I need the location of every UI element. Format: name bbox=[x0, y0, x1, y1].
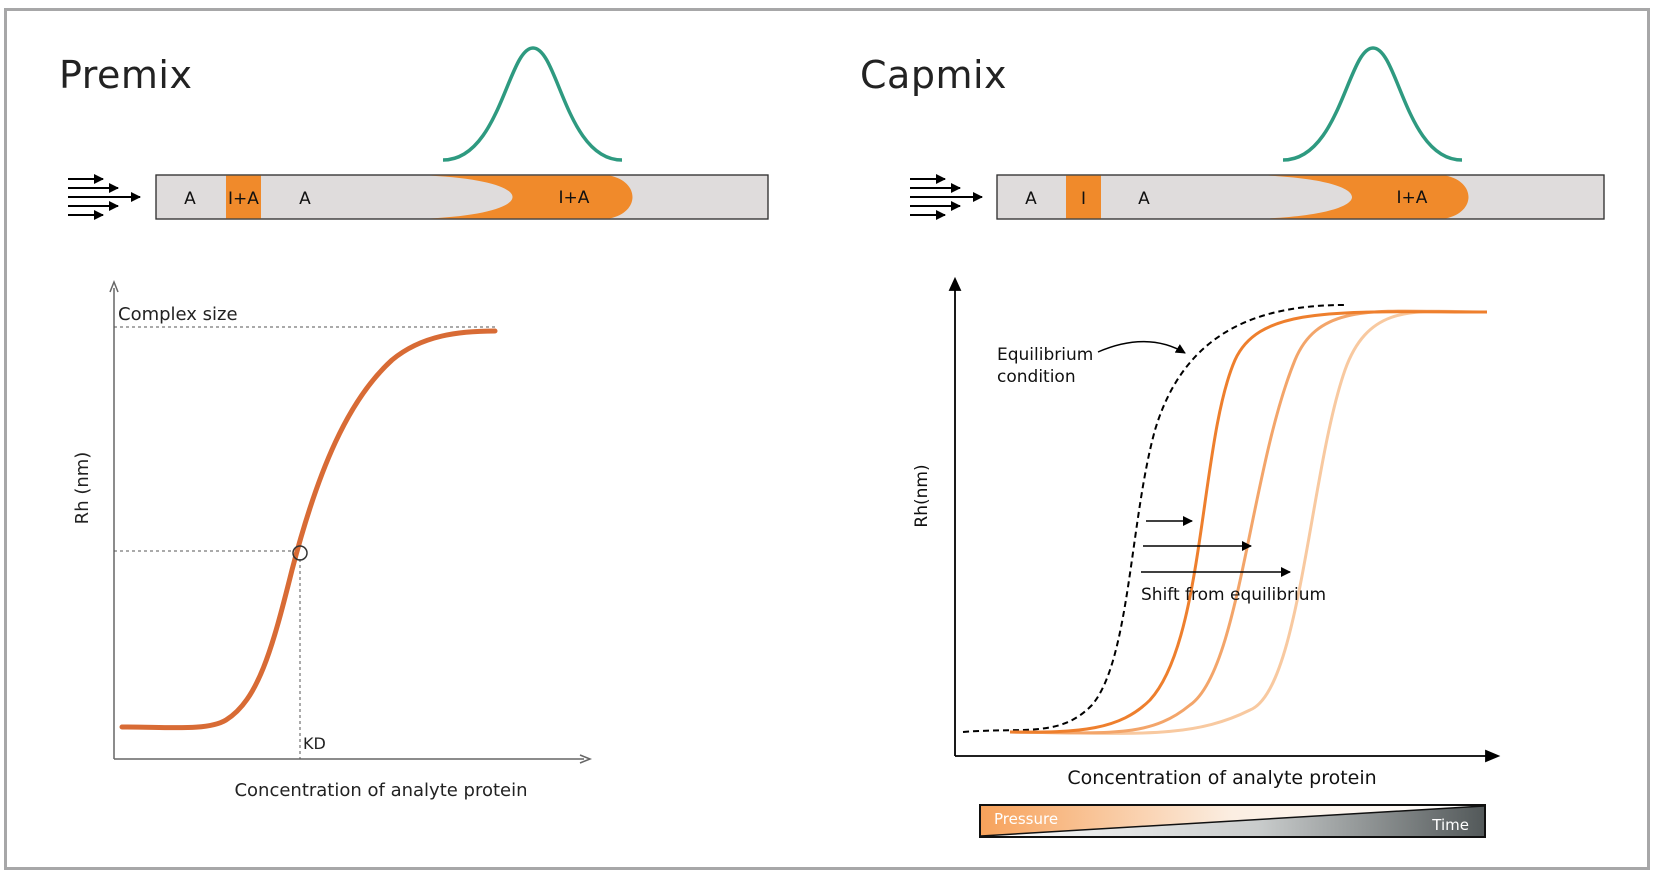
capmix-laminar-front bbox=[1268, 175, 1469, 219]
capmix-x-axis-label: Concentration of analyte protein bbox=[1067, 767, 1376, 789]
shift-arrows bbox=[1141, 516, 1291, 577]
premix-x-axis-label: Concentration of analyte protein bbox=[234, 780, 527, 801]
premix-tube-label-front: I+A bbox=[559, 188, 590, 208]
premix-plug-segment bbox=[226, 175, 261, 219]
premix-tube-label-a-right: A bbox=[299, 189, 311, 209]
equilibrium-label-line1: Equilibrium bbox=[997, 345, 1093, 365]
capmix-panel: A I A I+A Equilibrium condition Shift fr… bbox=[910, 46, 1605, 838]
premix-guide-lines bbox=[114, 326, 495, 759]
premix-panel: A I+A A I+A Complex size KD Rh (nm) Conc… bbox=[68, 46, 769, 801]
premix-tube-outline bbox=[155, 174, 769, 220]
capmix-plug-segment bbox=[1066, 175, 1101, 219]
capmix-y-axis-label: Rh(nm) bbox=[912, 464, 932, 527]
time-label: Time bbox=[1431, 816, 1469, 834]
pressure-label: Pressure bbox=[994, 810, 1058, 828]
premix-title: Premix bbox=[59, 53, 193, 97]
equilibrium-label-line2: condition bbox=[997, 367, 1076, 387]
capmix-tube-label-plug: I bbox=[1081, 189, 1086, 209]
premix-tube-label-a-left: A bbox=[184, 189, 196, 209]
premix-laminar-front bbox=[430, 175, 633, 219]
equilibrium-callout-arrow bbox=[1097, 340, 1186, 354]
premix-tube-label-plug: I+A bbox=[228, 189, 259, 209]
capmix-tube-label-front: I+A bbox=[1397, 188, 1428, 208]
premix-y-axis-label: Rh (nm) bbox=[72, 452, 93, 525]
premix-binding-curve bbox=[119, 328, 498, 731]
capmix-tube-label-a-left: A bbox=[1025, 189, 1037, 209]
capmix-curve-shift-2 bbox=[1009, 309, 1488, 735]
capmix-curve-shift-1 bbox=[1009, 310, 1488, 734]
premix-kd-marker bbox=[292, 545, 308, 561]
premix-complex-size-label: Complex size bbox=[118, 304, 238, 325]
premix-flow-arrows-icon bbox=[68, 174, 141, 220]
premix-axes bbox=[109, 279, 593, 764]
capmix-peak bbox=[1282, 46, 1463, 162]
capmix-flow-arrows-icon bbox=[910, 174, 983, 220]
capmix-axes bbox=[948, 276, 1501, 763]
premix-kd-label: KD bbox=[303, 734, 326, 753]
capmix-curve-equilibrium bbox=[962, 304, 1346, 733]
premix-peak bbox=[442, 46, 623, 162]
figure-frame: Premix Capmix bbox=[4, 8, 1650, 870]
capmix-tube-outline bbox=[996, 174, 1605, 220]
capmix-title: Capmix bbox=[860, 53, 1008, 97]
pressure-time-gradient-bar: Pressure Time bbox=[979, 804, 1486, 838]
capmix-tube-label-a-right: A bbox=[1138, 189, 1150, 209]
shift-from-equilibrium-label: Shift from equilibrium bbox=[1141, 585, 1326, 605]
capmix-curve-shift-3 bbox=[1009, 309, 1488, 735]
